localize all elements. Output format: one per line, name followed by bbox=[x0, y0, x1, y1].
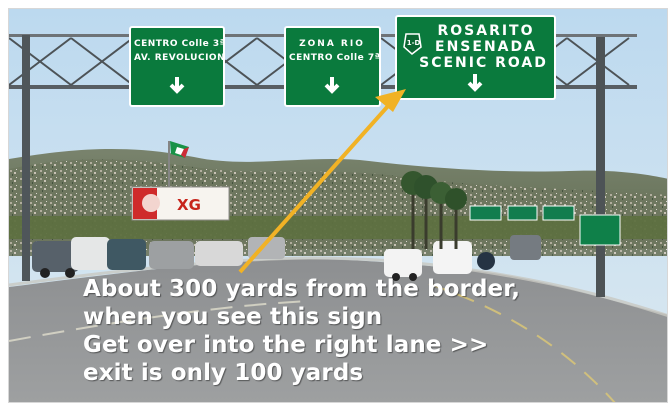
right-sign-line-2: ENSENADA bbox=[435, 39, 537, 55]
caption-line-3: Get over into the right lane >> bbox=[83, 332, 489, 358]
highway-photo-scene: XG bbox=[9, 9, 667, 402]
palm-trees bbox=[401, 171, 467, 249]
billboard-brand-text: XG bbox=[177, 196, 201, 214]
caption-line-1: About 300 yards from the border, bbox=[83, 276, 521, 302]
caption-line-2: when you see this sign bbox=[83, 304, 383, 330]
middle-direction-sign bbox=[284, 26, 381, 107]
highway-road bbox=[9, 259, 667, 402]
right-sign-line-3: SCENIC ROAD bbox=[419, 55, 548, 71]
yellow-arrow-head bbox=[375, 89, 406, 112]
right-sign-pole bbox=[596, 37, 605, 297]
mexican-flag bbox=[168, 141, 189, 187]
roadside-vegetation bbox=[9, 216, 667, 239]
left-sign-line-2: AV. REVOLUCION bbox=[134, 53, 226, 63]
caption-overlay: About 300 yards from the border, when yo… bbox=[83, 275, 603, 387]
left-direction-sign bbox=[129, 26, 225, 107]
lane-line-right bbox=[428, 283, 616, 402]
right-direction-sign bbox=[395, 15, 556, 100]
right-sign-line-1: ROSARITO bbox=[437, 23, 535, 39]
photo-frame: XG bbox=[8, 8, 668, 403]
middle-sign-line-1: ZONA RIO bbox=[299, 39, 365, 49]
middle-sign-line-2: CENTRO Colle 7ª bbox=[289, 53, 381, 63]
highway-shield-icon bbox=[403, 33, 422, 55]
billboard: XG bbox=[131, 186, 230, 221]
highway-shield-label: 1-D bbox=[406, 39, 421, 47]
left-sign-line-1: CENTRO Colle 3ª bbox=[134, 39, 226, 49]
yellow-pointing-arrow bbox=[238, 95, 398, 274]
distant-green-signs bbox=[469, 205, 621, 246]
lane-line-left bbox=[9, 300, 310, 342]
caption-line-4: exit is only 100 yards bbox=[83, 360, 364, 386]
left-sign-pole bbox=[22, 35, 30, 281]
